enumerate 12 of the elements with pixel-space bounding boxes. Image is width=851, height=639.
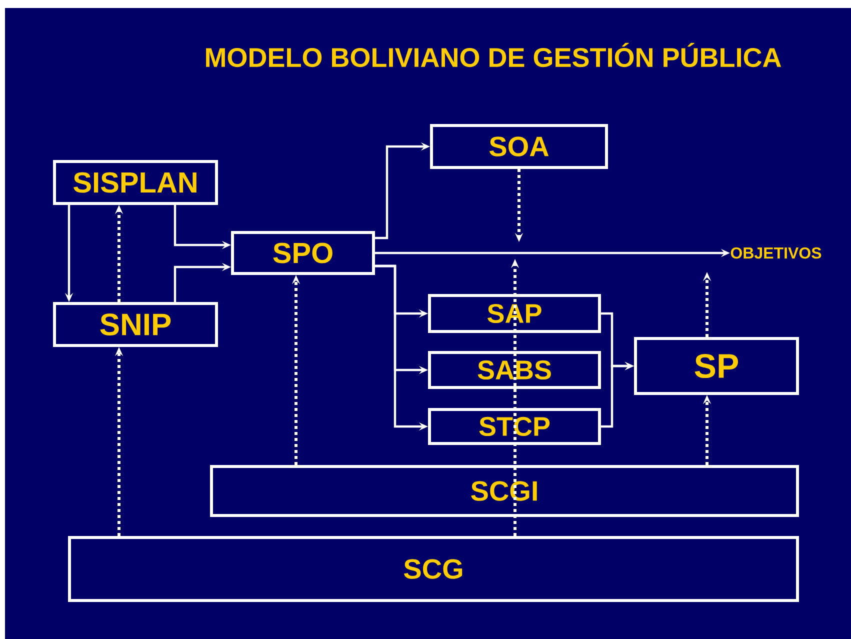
system-box: SISPLAN [53, 160, 218, 205]
system-box: SPO [231, 231, 375, 275]
system-box: SCG [68, 536, 799, 602]
system-box: SOA [430, 124, 608, 169]
system-box: SABS [428, 351, 601, 389]
objective-label: OBJETIVOS [730, 247, 822, 259]
system-box: STCP [428, 408, 601, 445]
system-box: SP [634, 337, 799, 395]
system-box: SAP [428, 294, 601, 333]
system-box: SCGI [210, 465, 799, 517]
system-box: SNIP [53, 302, 218, 347]
title: MODELO BOLIVIANO DE GESTIÓN PÚBLICA [206, 42, 782, 68]
